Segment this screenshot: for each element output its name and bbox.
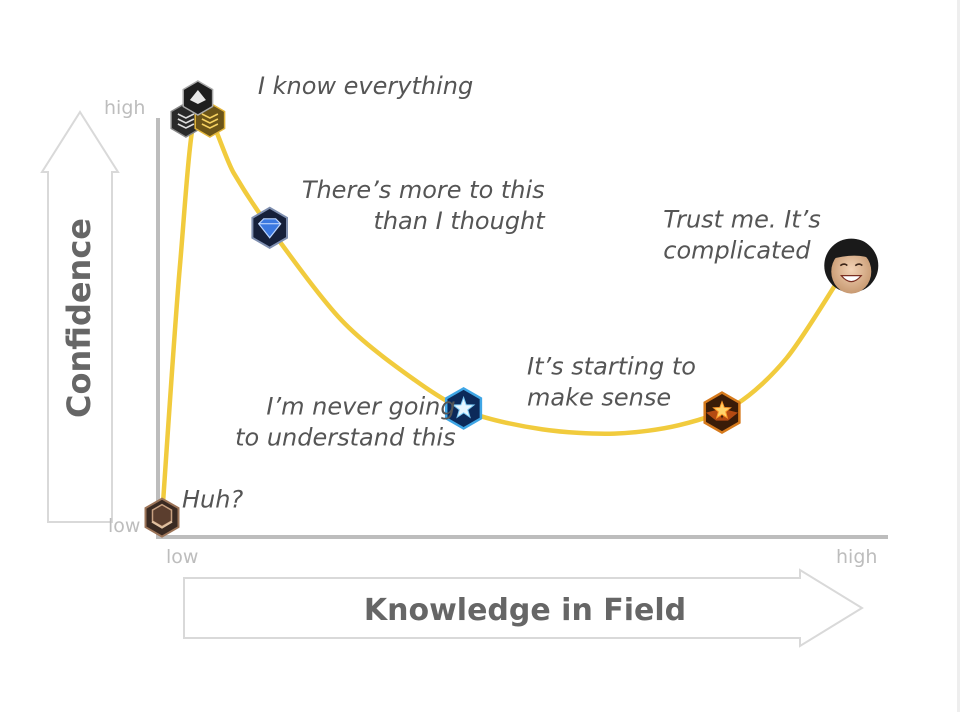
x-tick-low: low: [166, 546, 198, 568]
bronze-rank-badge: [144, 497, 180, 538]
annotation-starting-sense: It’s starting to make sense: [527, 353, 696, 412]
annotation-line: make sense: [527, 384, 671, 412]
annotation-line: I’m never going: [266, 392, 455, 420]
annotation-never-understand: I’m never going to understand this: [235, 392, 456, 451]
diamond-rank-badge: [251, 206, 288, 249]
annotation-line: Trust me. It’s: [663, 206, 820, 234]
y-axis-arrow: [40, 110, 120, 523]
y-tick-high: high: [104, 97, 145, 119]
annotation-huh: Huh?: [182, 486, 243, 514]
confidence-curve: [159, 101, 840, 520]
annotation-line: It’s starting to: [527, 353, 696, 381]
right-edge-line: [957, 0, 960, 712]
annotation-line: There’s more to this: [302, 176, 545, 204]
annotation-line: I know everything: [258, 72, 473, 100]
y-tick-low: low: [108, 515, 140, 537]
y-axis-label: Confidence: [60, 218, 98, 418]
avatar-rank-badge: [824, 238, 879, 294]
annotation-more-to-this: There’s more to this than I thought: [302, 176, 546, 235]
master-rank-badge: [444, 386, 483, 430]
annotation-line: to understand this: [235, 423, 456, 451]
annotation-line: than I thought: [373, 207, 546, 235]
annotation-line: complicated: [663, 237, 811, 265]
x-tick-high: high: [836, 546, 877, 568]
annotation-line: Huh?: [182, 486, 243, 514]
platinum-rank-badge: [703, 391, 741, 435]
x-axis-label: Knowledge in Field: [364, 593, 686, 628]
x-axis-arrow: [183, 568, 864, 648]
grandmaster-rank-badge: [170, 80, 226, 138]
annotation-know-everything: I know everything: [258, 72, 473, 100]
annotation-complicated: Trust me. It’s complicated: [663, 206, 820, 265]
